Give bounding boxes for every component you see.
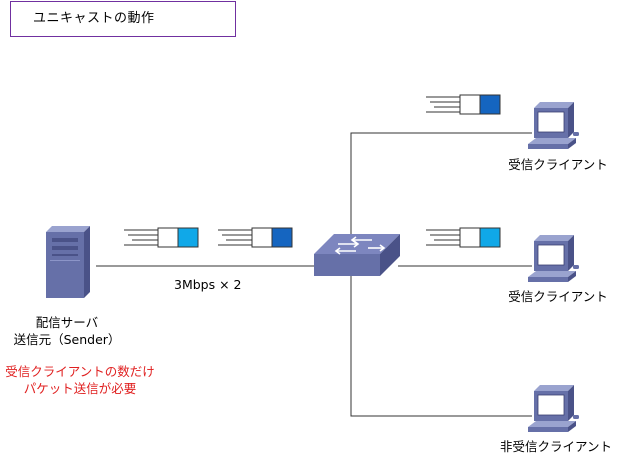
- note-line-2: パケット送信が必要: [23, 381, 137, 396]
- client1-label: 受信クライアント: [508, 157, 608, 172]
- switch-client3-link: [350, 276, 532, 417]
- packet-icon-sender-2: [217, 227, 293, 248]
- diagram-title: ユニキャストの動作: [10, 1, 236, 37]
- server-label: 配信サーバ 送信元（Sender）: [0, 314, 134, 348]
- packet-icon-client1: [425, 94, 501, 115]
- unicast-note: 受信クライアントの数だけ パケット送信が必要: [0, 363, 160, 397]
- server-role: 送信元（Sender）: [13, 332, 121, 347]
- client2-pc-icon: [527, 234, 580, 283]
- packet-icon-sender-1: [123, 227, 199, 248]
- packet-icon-client2: [425, 227, 501, 248]
- server-icon: [46, 226, 90, 298]
- switch-client1-link: [350, 132, 532, 276]
- switch-icon: [314, 234, 400, 276]
- client3-pc-icon: [527, 384, 580, 433]
- link-rate-label: 3Mbps × 2: [174, 277, 242, 292]
- client2-label: 受信クライアント: [508, 289, 608, 304]
- server-name: 配信サーバ: [35, 315, 99, 330]
- client3-label: 非受信クライアント: [499, 439, 612, 454]
- client1-pc-icon: [527, 101, 580, 150]
- note-line-1: 受信クライアントの数だけ: [5, 364, 155, 379]
